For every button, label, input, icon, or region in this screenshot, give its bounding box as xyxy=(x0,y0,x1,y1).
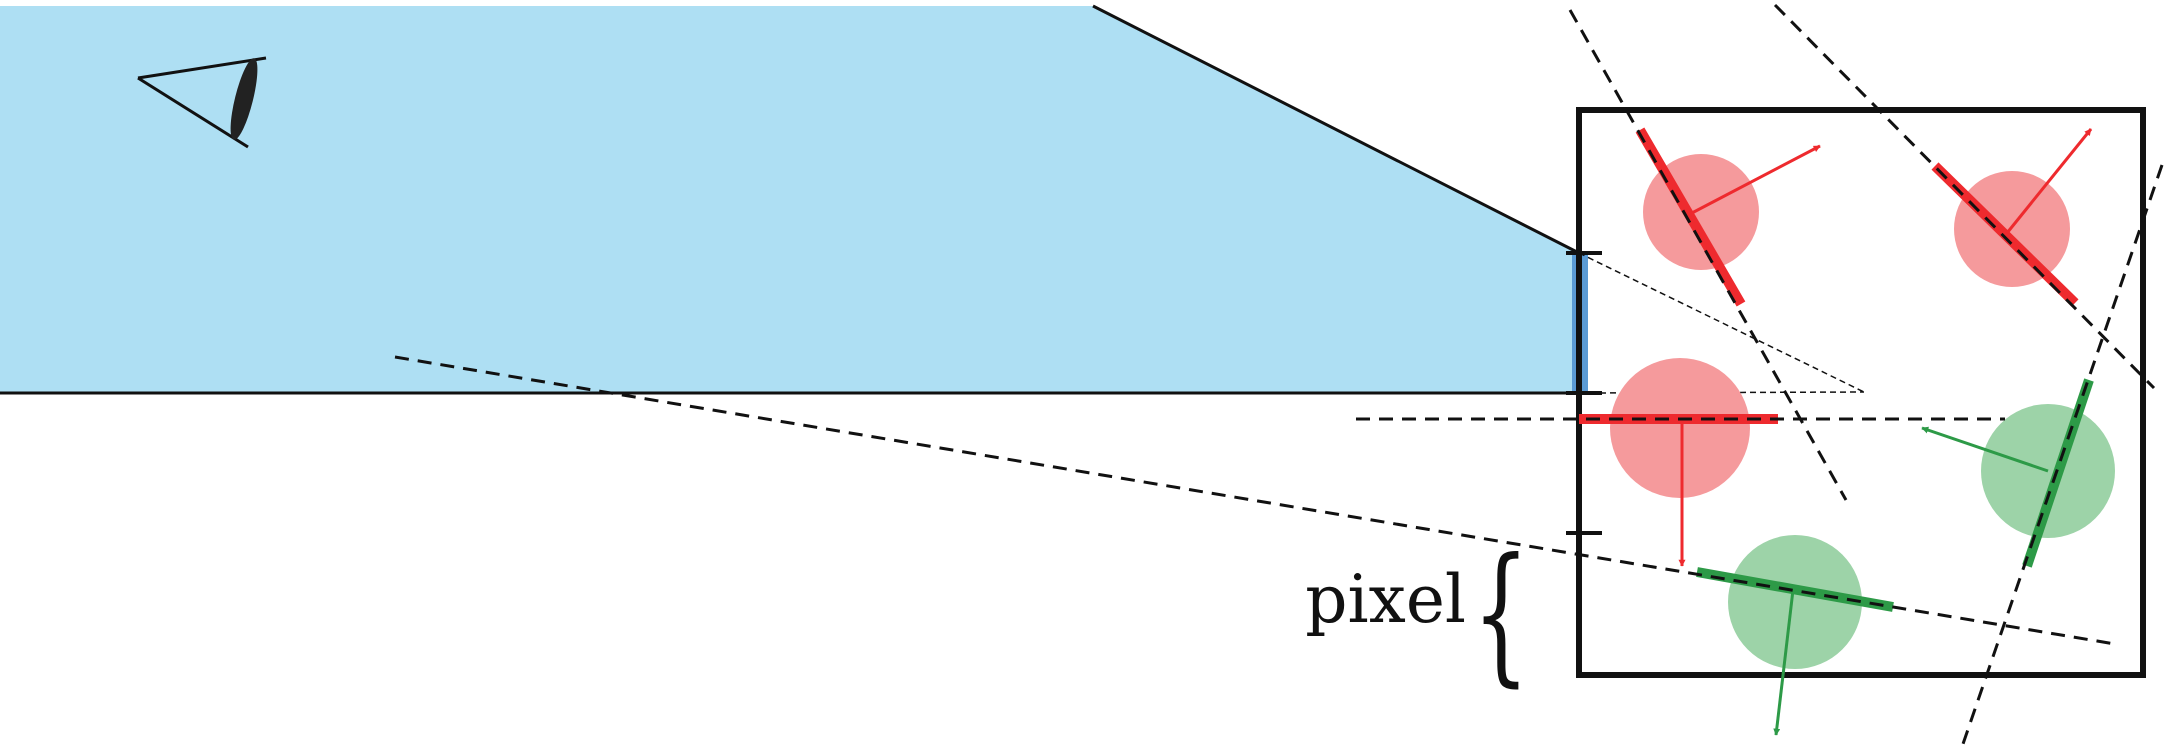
eye-icon xyxy=(137,56,267,149)
surfel-back-1 xyxy=(1921,378,2115,568)
dashed-lines xyxy=(394,3,2164,745)
pixel-label: pixel xyxy=(1305,561,1466,638)
volume-box xyxy=(1576,107,2146,678)
dashed-plane-2 xyxy=(1773,3,2156,390)
surfel-front-2 xyxy=(1931,128,2093,307)
dashed-ray-long xyxy=(394,355,2116,646)
surfel-front-3 xyxy=(1579,358,1778,567)
surfel-back-2 xyxy=(1696,535,1894,736)
view-frustum xyxy=(0,6,1579,393)
frustum-top-edge xyxy=(1092,4,1580,255)
ray-thin-upper xyxy=(1578,252,1865,393)
curly-brace-icon: { xyxy=(1472,527,1529,702)
surfel-front-1 xyxy=(1635,127,1821,307)
dashed-plane-1 xyxy=(1568,9,1848,501)
dashed-plane-3 xyxy=(1961,164,2164,745)
